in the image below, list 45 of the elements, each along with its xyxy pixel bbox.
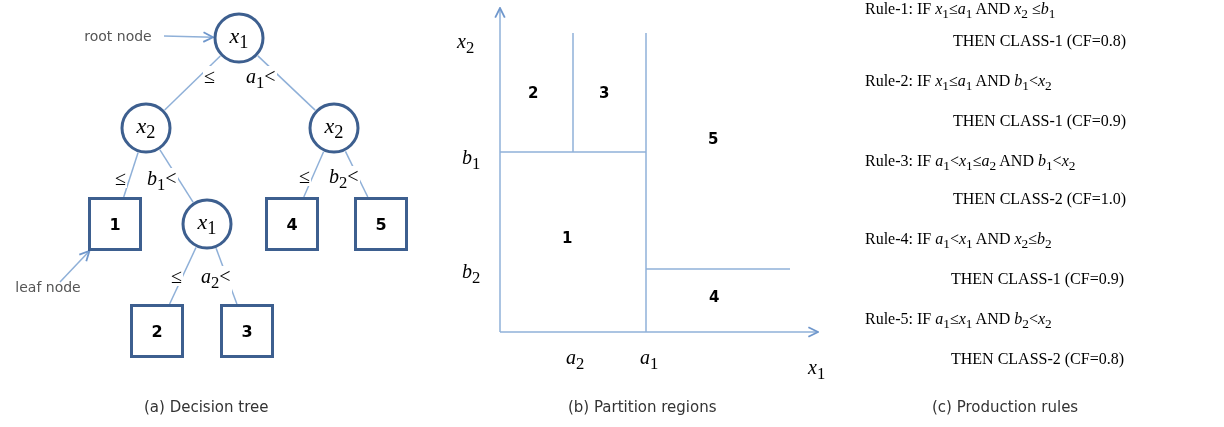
tick-label: b$_{1}$ — [462, 146, 481, 174]
region-number: 1 — [562, 229, 573, 247]
decision-node-circle: x$_{2}$ — [308, 102, 360, 154]
region-number: 4 — [709, 288, 720, 306]
decision-node-circle: x$_{1}$ — [181, 198, 233, 250]
tree-branch-line — [122, 152, 139, 198]
tick-label: a$_{2}$ — [566, 346, 585, 374]
decision-node-circle: x$_{1}$ — [213, 12, 265, 64]
rule-text: Rule-1: IF x$_{1}$≤a$_{1}$ AND x$_{2}$ ≤b$_{1}$ — [865, 0, 1056, 23]
rule-text: Rule-3: IF a$_{1}$<x$_{1}$≤a$_{2}$ AND b$_{1}$<x$_{2}$ — [865, 152, 1076, 175]
leader-arrow — [163, 31, 214, 43]
edge-label: ≤ — [203, 66, 216, 86]
node-label: root node — [72, 26, 164, 46]
rule-text: THEN CLASS-1 (CF=0.9) — [951, 270, 1125, 288]
leaf-node-box: 1 — [88, 197, 142, 251]
leaf-node-box: 2 — [130, 304, 184, 358]
region-number: 5 — [708, 130, 719, 148]
rule-text: THEN CLASS-1 (CF=0.8) — [953, 32, 1127, 50]
leader-arrow — [59, 250, 91, 283]
rule-text: THEN CLASS-2 (CF=1.0) — [953, 190, 1127, 208]
caption: (a) Decision tree — [144, 398, 269, 416]
rule-text: THEN CLASS-1 (CF=0.9) — [953, 112, 1127, 130]
decision-node-circle: x$_{2}$ — [120, 102, 172, 154]
axis-label: x$_{2}$ — [457, 30, 475, 58]
leaf-node-box: 5 — [354, 197, 408, 251]
tree-branch-line — [257, 55, 316, 111]
region-number: 2 — [528, 84, 539, 102]
caption: (c) Production rules — [932, 398, 1079, 416]
rule-text: Rule-5: IF a$_{1}$≤x$_{1}$ AND b$_{2}$<x$_{2}$ — [865, 310, 1052, 333]
rule-text: THEN CLASS-2 (CF=0.8) — [951, 350, 1125, 368]
rule-text: Rule-4: IF a$_{1}$<x$_{1}$ AND x$_{2}$≤b$_{2}$ — [865, 230, 1052, 253]
edge-label: a$_{2}$< — [200, 266, 232, 293]
leaf-node-box: 4 — [265, 197, 319, 251]
tree-branch-line — [163, 55, 222, 111]
axis-label: x$_{1}$ — [808, 356, 826, 384]
rule-text: Rule-2: IF x$_{1}$≤a$_{1}$ AND b$_{1}$<x$_{2}$ — [865, 72, 1052, 95]
caption: (b) Partition regions — [568, 398, 717, 416]
tree-branch-line — [168, 246, 197, 305]
tree-branch-line — [303, 151, 325, 198]
tree-branch-line — [159, 149, 194, 203]
node-label: leaf node — [8, 277, 88, 297]
region-number: 3 — [599, 84, 610, 102]
leaf-node-box: 3 — [220, 304, 274, 358]
tick-label: a$_{1}$ — [640, 346, 659, 374]
tick-label: b$_{2}$ — [462, 260, 481, 288]
